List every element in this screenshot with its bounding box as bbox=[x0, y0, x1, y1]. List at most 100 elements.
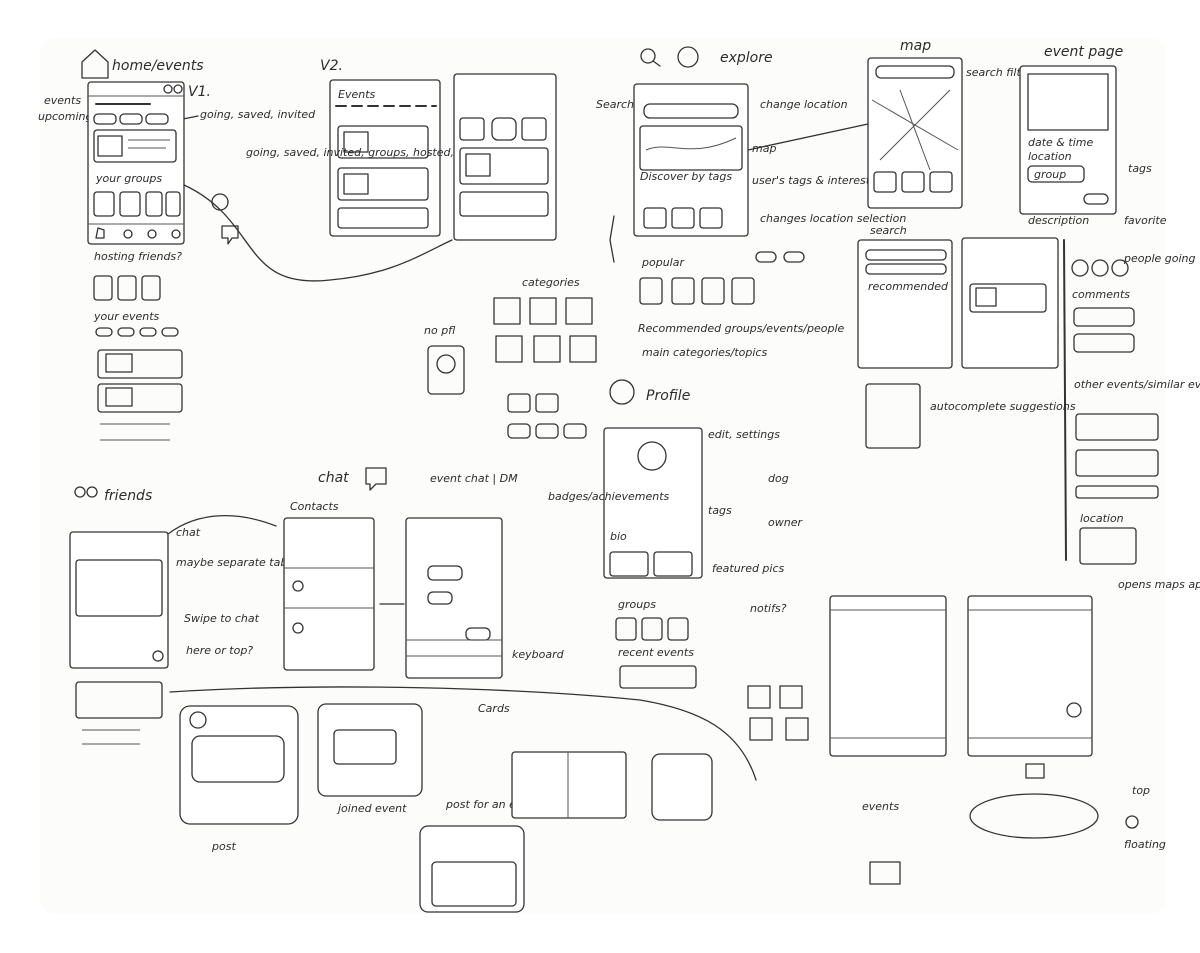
search-icon bbox=[640, 48, 656, 64]
label-location2: location bbox=[1080, 512, 1124, 525]
label-edit-settings: edit, settings bbox=[708, 428, 780, 441]
label-going-saved: going, saved, invited bbox=[200, 108, 316, 121]
phone-frame bbox=[69, 531, 169, 669]
phone-frame bbox=[967, 595, 1093, 757]
label-events-bottom: events bbox=[862, 800, 899, 813]
label-people-going: people going bbox=[1123, 252, 1196, 265]
cards-section: Cards post joined event post for an even… bbox=[169, 686, 757, 913]
label-your-groups: your groups bbox=[95, 172, 162, 185]
search-page-section: search recommended autocomplete suggesti… bbox=[857, 224, 1076, 449]
label-swipe-to-chat: Swipe to chat bbox=[184, 612, 260, 625]
label-contacts: Contacts bbox=[290, 500, 339, 513]
explore-section: explore Search change location map Disco… bbox=[596, 46, 936, 359]
label-main-categories: main categories/topics bbox=[642, 346, 767, 359]
label-keyboard: keyboard bbox=[512, 648, 565, 661]
chat-section: chat event chat | DM Contacts keyboard bbox=[283, 467, 565, 679]
label-bio: bio bbox=[610, 530, 627, 543]
event-card-small bbox=[651, 753, 713, 821]
label-profile: Profile bbox=[646, 388, 690, 404]
phone-frame bbox=[283, 517, 375, 671]
joined-event-card bbox=[317, 703, 423, 797]
label-maybe-separate: maybe separate tab? bbox=[176, 556, 293, 569]
label-opens-maps: opens maps app bbox=[1118, 578, 1200, 591]
event-page-section: event page date & time location group ta… bbox=[1019, 44, 1200, 591]
profile-section: Profile edit, settings badges/achievemen… bbox=[548, 379, 809, 741]
home-events-v1: home/events V1. events upcoming needs? g… bbox=[38, 49, 453, 441]
post-for-event-card bbox=[419, 825, 525, 913]
post-card bbox=[179, 705, 299, 825]
label-badges: badges/achievements bbox=[548, 490, 670, 503]
friends-icon bbox=[74, 486, 86, 498]
label-location: location bbox=[1028, 150, 1072, 163]
compass-icon bbox=[677, 46, 699, 68]
phone-frame bbox=[405, 517, 503, 679]
phone-frame bbox=[961, 237, 1059, 369]
friends-section: friends chat maybe separate tab? Swipe t… bbox=[69, 486, 293, 745]
label-v2: V2. bbox=[320, 58, 343, 74]
label-map-title: map bbox=[900, 38, 931, 54]
label-recommended: recommended bbox=[868, 280, 949, 293]
label-joined-event: joined event bbox=[336, 802, 407, 815]
add-icon bbox=[1066, 702, 1082, 718]
label-tags2: tags bbox=[708, 504, 732, 517]
label-chat: chat bbox=[176, 526, 201, 539]
phone-frame bbox=[453, 73, 557, 241]
phone-frame bbox=[857, 239, 953, 369]
label-change-location: change location bbox=[760, 98, 848, 111]
label-event-page: event page bbox=[1044, 44, 1123, 60]
label-owner: owner bbox=[768, 516, 803, 529]
label-groups: groups bbox=[618, 598, 656, 611]
chat-bubble-icon bbox=[365, 467, 387, 491]
label-hosting-friends: hosting friends? bbox=[94, 250, 182, 263]
label-cards: Cards bbox=[478, 702, 510, 715]
label-comments: comments bbox=[1072, 288, 1130, 301]
label-events-note: events bbox=[44, 94, 81, 107]
label-post: post bbox=[211, 840, 236, 853]
label-friends: friends bbox=[104, 488, 152, 504]
nav-frames-section: events top floating bbox=[829, 595, 1166, 885]
label-search-page: search bbox=[870, 224, 907, 237]
phone-frame bbox=[867, 57, 963, 209]
label-autocomplete: autocomplete suggestions bbox=[930, 400, 1076, 413]
label-categories: categories bbox=[522, 276, 580, 289]
label-top: top bbox=[1132, 784, 1150, 797]
label-changes-location: changes location selection bbox=[760, 212, 906, 225]
floating-nav-bar bbox=[969, 793, 1099, 839]
home-icon bbox=[81, 49, 109, 79]
label-events-tab: Events bbox=[338, 88, 376, 101]
phone-frame bbox=[87, 81, 185, 245]
label-dog: dog bbox=[768, 472, 789, 485]
label-other-events: other events/similar events bbox=[1074, 378, 1200, 391]
home-events-v2: V2. Events going, saved, invited, groups… bbox=[246, 58, 557, 241]
event-star-icon bbox=[869, 861, 901, 885]
label-recommended-groups: Recommended groups/events/people bbox=[638, 322, 844, 335]
label-chat-title: chat bbox=[318, 470, 349, 486]
label-floating: floating bbox=[1124, 838, 1166, 851]
phone-frame bbox=[829, 595, 947, 757]
phone-frame bbox=[1019, 65, 1117, 215]
label-group: group bbox=[1034, 168, 1066, 181]
label-your-events: your events bbox=[93, 310, 160, 323]
categories-section: categories no pfl bbox=[424, 276, 597, 439]
label-explore: explore bbox=[720, 50, 773, 66]
label-event-chat-dm: event chat | DM bbox=[430, 472, 518, 485]
profile-icon bbox=[609, 379, 635, 405]
label-recent-events: recent events bbox=[618, 646, 694, 659]
label-tags: tags bbox=[1128, 162, 1152, 175]
label-here-or-top: here or top? bbox=[186, 644, 253, 657]
label-featured-pics: featured pics bbox=[712, 562, 785, 575]
label-home-events: home/events bbox=[112, 58, 204, 74]
phone-frame bbox=[603, 427, 703, 579]
label-description: description bbox=[1028, 214, 1089, 227]
label-favorite: favorite bbox=[1124, 214, 1167, 227]
label-notifs: notifs? bbox=[750, 602, 787, 615]
label-popular: popular bbox=[641, 256, 685, 269]
label-discover-by-tags: Discover by tags bbox=[640, 170, 732, 183]
label-search: Search bbox=[596, 98, 634, 111]
add-box-icon bbox=[1025, 763, 1045, 779]
label-no-pfl: no pfl bbox=[424, 324, 456, 337]
phone-frame bbox=[633, 83, 749, 237]
label-v1: V1. bbox=[188, 84, 211, 100]
label-date-time: date & time bbox=[1028, 136, 1093, 149]
